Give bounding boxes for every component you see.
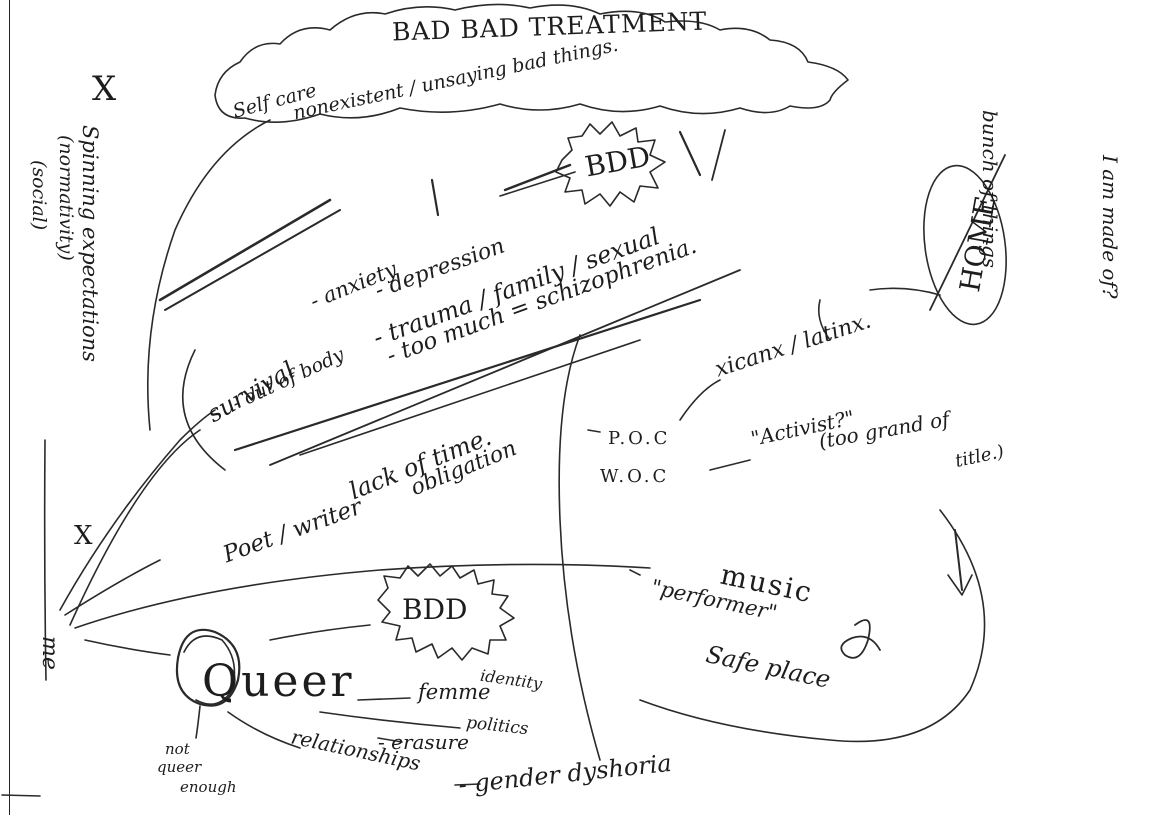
- branch-music: [74, 563, 651, 629]
- not-queer-line2: queer: [157, 758, 202, 776]
- music-tick: [629, 569, 641, 576]
- queer-bdd-link: [269, 624, 371, 641]
- politics-link: [319, 711, 461, 729]
- not-queer-line3: enough: [180, 778, 237, 796]
- cross-mark: X: [92, 69, 117, 109]
- home-strike: [929, 154, 1006, 311]
- side-note-line2: I am made of?: [1098, 155, 1122, 299]
- gender-link: [454, 783, 481, 786]
- xicanx-link: [679, 379, 721, 421]
- queer-circle: [183, 635, 236, 706]
- branch-writer: [64, 559, 161, 616]
- branch-middle: [558, 334, 601, 761]
- expectations-line1: Spinning expectations: [78, 125, 102, 362]
- arrow-head: [947, 574, 973, 596]
- left-bar: [43, 439, 47, 681]
- bdd-bottom-burst: [377, 563, 515, 661]
- home-link2: [817, 299, 831, 341]
- scribble: [299, 339, 641, 456]
- femme-label: femme: [418, 680, 491, 704]
- queer-circle: [175, 628, 241, 707]
- woc-label: W.O.C: [600, 466, 670, 487]
- bdd-top-burst: [555, 121, 666, 207]
- scribble: [678, 130, 702, 177]
- music-loop: [639, 509, 986, 743]
- home-oval: [923, 164, 1007, 326]
- erasure-link: [377, 737, 403, 743]
- treatment-cloud: [214, 3, 849, 123]
- bdd-bottom-label: BDD: [402, 593, 468, 626]
- scribble: [499, 171, 576, 197]
- expectations-line3: (social): [28, 160, 50, 231]
- scan-edge: [1, 794, 41, 797]
- not-queer-line1: not: [165, 740, 190, 758]
- scribble: [711, 129, 726, 181]
- erasure-label: - erasure: [378, 730, 469, 754]
- scribble: [503, 163, 572, 192]
- scribble: [233, 298, 702, 452]
- branch-treatment: [147, 119, 271, 431]
- expectations-line2: (normativity): [55, 135, 77, 261]
- home-link: [869, 287, 941, 296]
- scribble: [164, 209, 341, 311]
- queer-label: Queer: [202, 656, 355, 707]
- not-queer-link: [195, 705, 201, 739]
- scribble: [158, 198, 332, 302]
- relationships-link: [227, 711, 301, 749]
- scribble: [182, 349, 226, 471]
- arrow-down: [954, 529, 963, 591]
- branch-queer: [84, 639, 171, 656]
- poc-label: P.O.C: [608, 428, 671, 449]
- music-note-icon: [840, 619, 881, 659]
- branch-survival: [69, 429, 201, 626]
- activist-link: [709, 459, 751, 471]
- scribble: [269, 269, 741, 466]
- femme-link: [357, 697, 411, 701]
- cross-mark: X: [74, 521, 93, 551]
- center-node-me: me: [37, 636, 62, 670]
- scribble: [430, 178, 440, 217]
- poc-link: [587, 429, 601, 433]
- branch-social: [59, 409, 216, 611]
